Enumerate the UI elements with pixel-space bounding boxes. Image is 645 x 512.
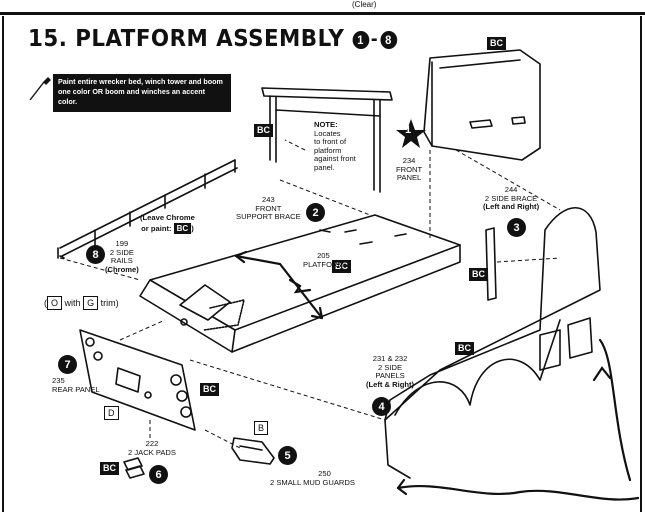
note-label: NOTE: Locates to front of platform again… <box>314 120 356 172</box>
title-range-dash: - <box>370 29 379 50</box>
paint-brush-icon <box>29 77 51 101</box>
color-code-badge-platform: BC <box>332 260 351 273</box>
b-callout-box: B <box>254 421 269 435</box>
front-support-brace-label: 243 FRONT SUPPORT BRACE <box>236 195 301 221</box>
front-panel-part <box>423 49 541 161</box>
section-title-text: 15. PLATFORM ASSEMBLY <box>28 26 345 52</box>
side-rails-part <box>57 159 238 259</box>
front-panel-label: 234 FRONT PANEL <box>396 156 423 182</box>
mud-guards-label: 250 2 SMALL MUD GUARDS <box>270 469 355 487</box>
jack-pads-part <box>123 457 145 479</box>
color-code-badge-brace: BC <box>254 124 273 137</box>
d-callout-box: D <box>104 406 119 420</box>
step-8-badge: 8 <box>86 245 105 264</box>
leave-chrome-note: (Leave Chrome or paint: BC) <box>140 213 195 234</box>
rear-panel-part <box>79 329 196 431</box>
paint-instruction-note: Paint entire wrecker bed, winch tower an… <box>53 74 231 112</box>
step-1-star-icon <box>396 119 426 148</box>
color-code-badge-jack-pads: BC <box>100 462 119 475</box>
section-title: 15. PLATFORM ASSEMBLY 1-8 <box>28 26 397 52</box>
frame-left-border <box>2 16 4 512</box>
step-3-badge: 3 <box>507 218 526 237</box>
platform-part <box>139 214 461 353</box>
step-4-badge: 4 <box>372 397 391 416</box>
step-1-number: 1 <box>405 124 412 136</box>
section-divider <box>0 12 645 15</box>
mud-guards-part <box>231 437 275 465</box>
side-rails-label: 199 2 SIDE RAILS (Chrome) <box>105 239 139 274</box>
previous-section-border: (Clear) <box>0 0 645 16</box>
side-panels-label: 231 & 232 2 SIDE PANELS (Left & Right) <box>366 354 415 389</box>
side-panels-part <box>384 206 601 479</box>
o-color-box: O <box>47 296 63 310</box>
color-code-badge-side-brace: BC <box>469 268 488 281</box>
color-code-badge-front-panel: BC <box>487 37 506 50</box>
previous-section-fragment: (Clear) <box>352 0 377 9</box>
platform-label: 205 PLATFORM <box>303 251 344 269</box>
jack-pads-label: 222 2 JACK PADS <box>128 439 176 457</box>
color-code-badge-rails: BC <box>173 222 192 234</box>
color-code-badge-rear-panel: BC <box>200 383 219 396</box>
step-5-badge: 5 <box>278 446 297 465</box>
side-brace-part <box>485 227 497 301</box>
step-2-badge: 2 <box>306 203 325 222</box>
step-7-badge: 7 <box>58 355 77 374</box>
title-step-start-badge: 1 <box>352 30 369 49</box>
color-code-badge-side-panels: BC <box>455 342 474 355</box>
step-6-badge: 6 <box>149 465 168 484</box>
trim-note: (O with G trim) <box>44 296 119 310</box>
g-color-box: G <box>83 296 99 310</box>
side-brace-label: 244 2 SIDE BRACE (Left and Right) <box>483 185 540 211</box>
title-step-end-badge: 8 <box>380 30 397 49</box>
rear-panel-label: 235 REAR PANEL <box>52 376 100 394</box>
frame-right-border <box>640 16 642 512</box>
